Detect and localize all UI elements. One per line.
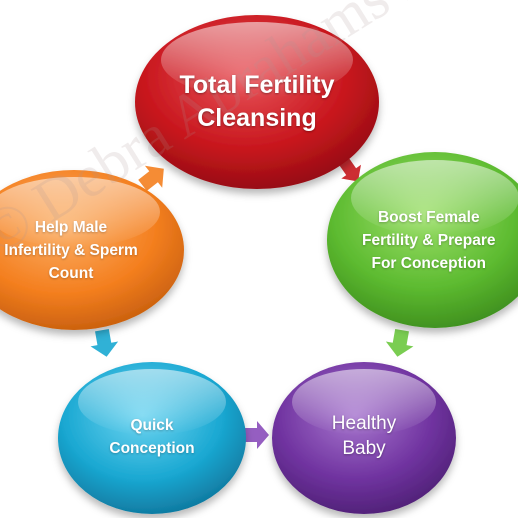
label-quick-conception: Quick Conception [109, 417, 195, 457]
arrow-boost-to-healthy [385, 328, 414, 357]
arrow-male-to-total [138, 165, 164, 191]
label-help-male-infertility: Help Male Infertility & Sperm Count [4, 218, 138, 282]
node-total-fertility-cleansing [135, 15, 379, 189]
node-boost-female-fertility [327, 152, 518, 328]
label-healthy-baby: Healthy Baby [331, 413, 397, 459]
label-boost-female-fertility: Boost Female Fertility & Prepare For Con… [362, 208, 496, 272]
node-quick-conception [58, 362, 246, 514]
node-healthy-baby [272, 362, 456, 514]
label-total-fertility-cleansing: Total Fertility Cleansing [179, 71, 335, 132]
node-help-male-infertility [0, 170, 184, 330]
arrow-male-to-quick [90, 328, 119, 357]
arrow-quick-to-healthy [245, 421, 269, 449]
